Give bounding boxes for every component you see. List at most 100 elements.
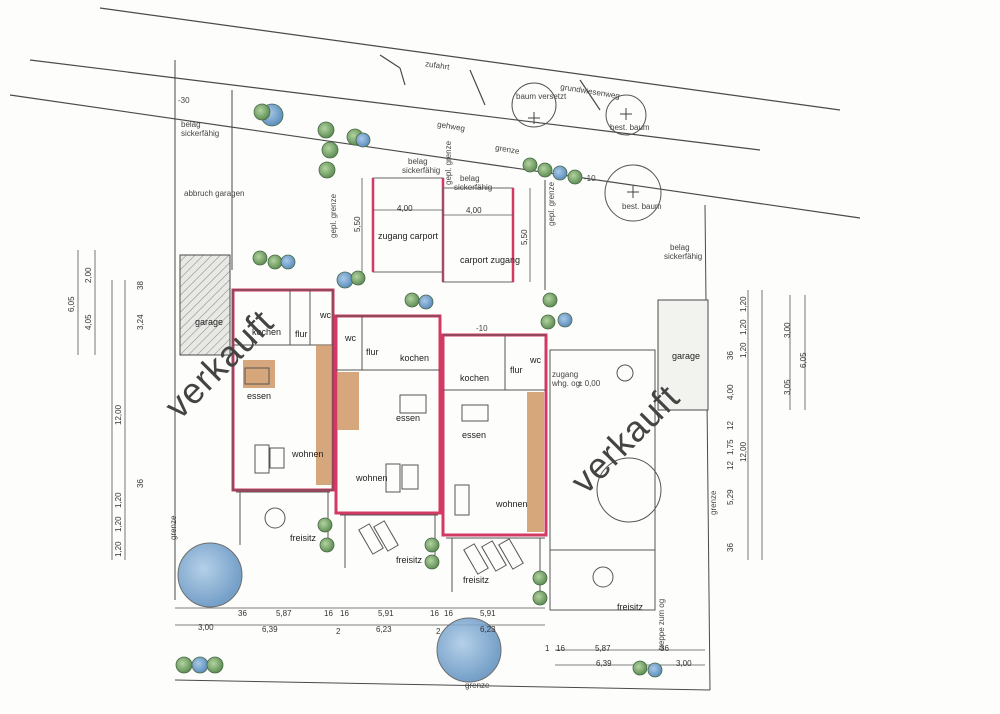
dim-left-200: 2,00 — [84, 267, 93, 283]
unit3-flur: flur — [510, 365, 523, 375]
plot-boundary — [174, 60, 711, 691]
unit4-treppe-zum-og: treppe zum og — [657, 598, 666, 650]
label-belag-mid2: belag — [460, 174, 480, 183]
unit4-whg-og: whg. og. — [552, 379, 583, 388]
dim-right-529: 5,29 — [726, 489, 735, 505]
dim-left-120-c: 1,20 — [114, 541, 123, 557]
level-pm0: ± 0,00 — [578, 379, 601, 388]
label-baum-versetzt: baum versetzt — [516, 92, 567, 101]
dim-bottom-623-b: 6,23 — [480, 625, 496, 634]
label-sickerfaehig-mid1: sickerfähig — [402, 166, 441, 175]
dimension-lines — [77, 178, 806, 666]
dim-right-175: 1,75 — [726, 439, 735, 455]
unit4-zugang: zugang — [552, 370, 579, 379]
dim-bottom-300-right: 3,00 — [676, 659, 692, 668]
dim-right-400: 4,00 — [726, 384, 735, 400]
dim-carport-width-2: 4,00 — [466, 206, 482, 215]
unit3-freisitz: freisitz — [463, 575, 490, 585]
dim-right-120-c: 1,20 — [739, 342, 748, 358]
dim-left-38: 38 — [136, 281, 145, 290]
label-gepl-grenze-2: gepl. grenze — [444, 140, 453, 185]
unit2-flur: flur — [366, 347, 379, 357]
dim-bottom-16-c: 16 — [430, 609, 439, 618]
dim-left-120-a: 1,20 — [114, 492, 123, 508]
dim-bottom-587-right: 5,87 — [595, 644, 611, 653]
dim-bottom-587: 5,87 — [276, 609, 292, 618]
tree-shrubs — [175, 103, 663, 678]
label-garage-left: garage — [195, 317, 224, 327]
dim-right-12-b: 12 — [726, 461, 735, 470]
label-grenze-left: grenze — [169, 515, 178, 540]
unit2-kochen: kochen — [400, 353, 430, 363]
dim-bottom-1: 1 — [545, 644, 550, 653]
unit2-wohnen: wohnen — [356, 473, 388, 483]
label-best-baum-1: best. baum — [610, 123, 650, 132]
label-best-baum-2: best. baum — [622, 202, 662, 211]
dim-bottom-16-e: 16 — [556, 644, 565, 653]
dim-right-120-b: 1,20 — [739, 319, 748, 335]
unit3-kochen: kochen — [460, 373, 490, 383]
unit3-wohnen: wohnen — [496, 499, 528, 509]
dim-left-405: 4,05 — [84, 314, 93, 330]
dim-bottom-2-a: 2 — [336, 627, 341, 636]
unit2-essen: essen — [396, 413, 421, 423]
unit4-freisitz: freisitz — [617, 602, 644, 612]
dim-right-605: 6,05 — [799, 352, 808, 368]
dim-bottom-639-right: 6,39 — [596, 659, 612, 668]
dim-bottom-591-b: 5,91 — [480, 609, 496, 618]
dim-bottom-36: 36 — [238, 609, 247, 618]
dim-left-605: 6,05 — [67, 296, 76, 312]
unit1-wohnen: wohnen — [292, 449, 324, 459]
label-grenze-right: grenze — [709, 490, 718, 515]
dim-carport-depth-2: 5,50 — [520, 229, 529, 245]
tree-crosses — [528, 108, 639, 198]
dim-left-120-b: 1,20 — [114, 516, 123, 532]
label-sickerfaehig-mid2: sickerfähig — [454, 183, 493, 192]
dim-bottom-639-left: 6,39 — [262, 625, 278, 634]
unit1-essen: essen — [247, 391, 272, 401]
label-belag-right: belag — [670, 243, 690, 252]
label-abbruch-garagen: abbruch garagen — [184, 189, 245, 198]
level-minus-30: -30 — [178, 96, 190, 105]
tree-circles — [177, 82, 662, 683]
dim-bottom-2-b: 2 — [436, 627, 441, 636]
wood-accents — [243, 345, 544, 532]
label-gepl-grenze-1: gepl. grenze — [329, 193, 338, 238]
carports — [371, 177, 515, 283]
dim-bottom-16-b: 16 — [340, 609, 349, 618]
dim-carport-depth-1: 5,50 — [353, 216, 362, 232]
level-minus-10-top: -10 — [584, 174, 596, 183]
unit2-freisitz: freisitz — [396, 555, 423, 565]
dim-right-300: 3,00 — [783, 322, 792, 338]
dim-left-324: 3,24 — [136, 314, 145, 330]
label-gepl-grenze-3: gepl. grenze — [547, 181, 556, 226]
label-carport-zugang: carport zugang — [460, 255, 521, 265]
dim-left-36: 36 — [136, 479, 145, 488]
unit1-flur: flur — [295, 329, 308, 339]
dim-carport-width-1: 4,00 — [397, 204, 413, 213]
label-belag-mid1: belag — [408, 157, 428, 166]
dim-bottom-36-right: 36 — [660, 644, 669, 653]
unit1-kochen: kochen — [252, 327, 282, 337]
unit1-wc: wc — [320, 310, 331, 320]
dim-bottom-16-d: 16 — [444, 609, 453, 618]
label-grenze-bottom: grenze — [465, 681, 490, 690]
unit3-essen: essen — [462, 430, 487, 440]
label-sickerfaehig-right: sickerfähig — [664, 252, 703, 261]
dim-right-36-a: 36 — [726, 351, 735, 360]
dim-bottom-591-a: 5,91 — [378, 609, 394, 618]
label-belag-left: belag — [181, 120, 201, 129]
unit1-freisitz: freisitz — [290, 533, 317, 543]
label-garage-right: garage — [672, 351, 701, 361]
unit2-wc: wc — [345, 333, 356, 343]
dim-left-1200: 12,00 — [114, 404, 123, 425]
dim-right-1200: 12,00 — [739, 441, 748, 462]
dim-bottom-300-left: 3,00 — [198, 623, 214, 632]
unit3-wc: wc — [530, 355, 541, 365]
dim-bottom-16-a: 16 — [324, 609, 333, 618]
dim-right-36-b: 36 — [726, 543, 735, 552]
dim-right-120-a: 1,20 — [739, 296, 748, 312]
